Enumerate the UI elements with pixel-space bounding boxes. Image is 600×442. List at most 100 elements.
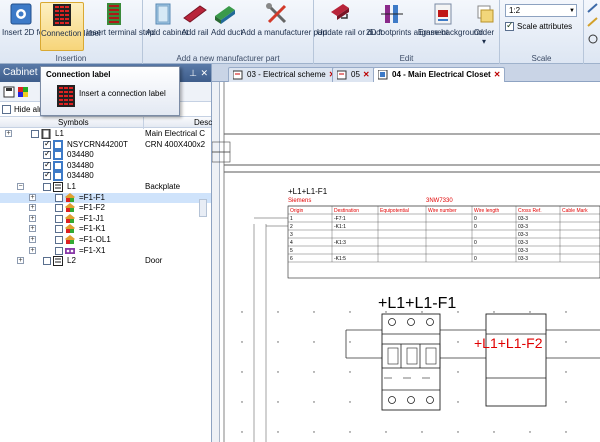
expand-toggle[interactable]: + xyxy=(29,246,36,254)
tab-05[interactable]: 05✕ xyxy=(332,67,375,82)
add-cabinet-button[interactable]: Add cabinet xyxy=(146,2,188,51)
tree-row-name: =F1-X1 xyxy=(79,245,106,255)
tree-row-checkbox[interactable] xyxy=(43,149,51,160)
expand-toggle[interactable]: + xyxy=(29,204,36,212)
expand-toggle[interactable]: + xyxy=(29,193,36,201)
small-part-label: +L1+L1-F1 xyxy=(288,187,328,196)
cabinet-layout-icon xyxy=(378,70,388,80)
scale-attributes-checkbox[interactable] xyxy=(505,20,514,31)
hide-already-placed-checkbox[interactable] xyxy=(2,104,11,114)
tools-icon xyxy=(266,3,287,24)
tree-row[interactable]: 034480 xyxy=(0,160,211,172)
tree-row-checkbox[interactable] xyxy=(43,183,51,191)
tree-row-checkbox[interactable] xyxy=(55,225,63,234)
cabinet-icon xyxy=(41,129,51,139)
column-header-description[interactable]: Desc xyxy=(194,118,213,127)
tree-row[interactable]: +=F1-OL1 xyxy=(0,235,211,246)
tree-row[interactable]: 034480 xyxy=(0,170,211,182)
table-header-cell: Destination xyxy=(334,208,359,214)
group-label-insertion: Insertion xyxy=(55,54,87,63)
add-manufacturer-part-button[interactable]: Add a manufacturer part xyxy=(241,2,327,51)
close-icon[interactable]: ✕ xyxy=(200,68,208,78)
expand-toggle[interactable]: + xyxy=(17,257,24,265)
tree-row-checkbox[interactable] xyxy=(43,170,51,181)
document-tabs: 03 - Electrical scheme✕ 05✕ 04 - Main El… xyxy=(212,64,600,82)
column-header-symbols[interactable]: Symbols xyxy=(58,118,89,127)
draw-tools-icon[interactable] xyxy=(586,2,600,46)
erase-background-button[interactable]: Erase background xyxy=(418,2,483,51)
insert-2d-footprint-button[interactable]: Insert 2D footprint xyxy=(2,2,66,51)
tree-row-checkbox[interactable] xyxy=(55,246,63,255)
column-separator[interactable] xyxy=(143,117,144,129)
tab-label: 05 xyxy=(351,70,360,79)
scale-value: 1:2 xyxy=(509,6,521,15)
table-cell: 0 xyxy=(474,224,477,230)
tree-row-checkbox[interactable] xyxy=(43,160,51,170)
device-icon xyxy=(53,150,63,161)
connection-label-button[interactable]: Connection label xyxy=(40,2,101,51)
tree-row-checkbox[interactable] xyxy=(43,139,51,149)
expand-toggle[interactable]: + xyxy=(29,236,36,243)
tree-row-name: L1 xyxy=(67,182,76,191)
connection-label-tooltip: Connection label Insert a connection lab… xyxy=(40,66,180,116)
eraser-icon xyxy=(434,3,452,25)
close-tab-icon[interactable]: ✕ xyxy=(493,70,501,79)
tooltip-description: Insert a connection label xyxy=(79,89,166,98)
table-cell: 6 xyxy=(290,256,293,262)
device-label-f1: +L1+L1-F1 xyxy=(378,295,456,312)
tree-row[interactable]: 034480 xyxy=(0,149,211,161)
device-icon xyxy=(53,139,63,150)
insert-terminal-strip-button[interactable]: Insert terminal strip xyxy=(86,2,154,51)
tree-row-name: =F1-F2 xyxy=(79,203,106,213)
tab-electrical-scheme[interactable]: 03 - Electrical scheme✕ xyxy=(228,67,341,82)
tree-row[interactable]: + =F1-X1 xyxy=(0,246,211,257)
tree-row[interactable]: +=F1-F1 xyxy=(0,192,211,204)
table-cell: 0 xyxy=(474,240,477,246)
tree-row[interactable]: +=F1-J1 xyxy=(0,213,211,225)
chevron-down-icon: ▼ xyxy=(569,8,575,14)
hide-already-placed-row[interactable]: Hide alre xyxy=(0,102,211,116)
tree-row-checkbox[interactable] xyxy=(55,214,63,223)
table-cell: 5 xyxy=(290,248,293,254)
tree-row-checkbox[interactable] xyxy=(31,130,39,138)
terminal-strip-icon xyxy=(107,3,121,25)
tree-row-checkbox[interactable] xyxy=(55,236,63,244)
tree-row-checkbox[interactable] xyxy=(55,204,63,213)
scale-attributes-checkbox-row[interactable]: Scale attributes xyxy=(505,20,572,31)
scale-select[interactable]: 1:2 ▼ xyxy=(505,4,577,17)
device-f2 xyxy=(485,313,547,407)
tree-row-name: 034480 xyxy=(67,160,94,170)
tree-row[interactable]: +=F1-K1 xyxy=(0,224,211,235)
save-icon[interactable] xyxy=(3,86,15,98)
add-duct-button[interactable]: Add duct xyxy=(211,2,243,51)
component-icon xyxy=(65,192,75,202)
tree-row[interactable]: + =F1-F2 xyxy=(0,203,211,214)
table-cell: -F7:1 xyxy=(334,216,346,222)
expand-toggle[interactable]: − xyxy=(17,183,24,190)
update-rail-or-duct-button[interactable]: Update rail or duct xyxy=(317,2,382,51)
table-cell: 03-3 xyxy=(518,224,528,230)
expand-toggle[interactable]: + xyxy=(29,225,36,233)
2d-footprints-alignment-button[interactable]: 2D footprints alignment xyxy=(366,2,448,51)
tree-row-checkbox[interactable] xyxy=(43,257,51,266)
tree-scrollbar[interactable] xyxy=(199,199,207,217)
expand-toggle[interactable]: + xyxy=(29,214,36,222)
color-palette-icon[interactable] xyxy=(17,86,29,98)
scheme-icon xyxy=(233,70,243,80)
tree-row-checkbox[interactable] xyxy=(55,193,63,202)
backplate-icon xyxy=(53,182,63,192)
expand-toggle[interactable]: + xyxy=(5,130,12,137)
ribbon-group-edit: Update rail or duct 2D footprints alignm… xyxy=(314,0,500,64)
part-reference-label: 3NW7330 xyxy=(426,198,453,204)
add-rail-button[interactable]: Add rail xyxy=(181,2,209,51)
close-tab-icon[interactable]: ✕ xyxy=(362,70,370,79)
pin-icon[interactable]: ⊥ xyxy=(189,68,197,78)
order-button[interactable]: Order ▾ xyxy=(470,2,498,51)
hide-already-placed-label: Hide alre xyxy=(14,104,47,114)
tab-main-electrical-closet[interactable]: 04 - Main Electrical Closet✕ xyxy=(373,67,506,82)
